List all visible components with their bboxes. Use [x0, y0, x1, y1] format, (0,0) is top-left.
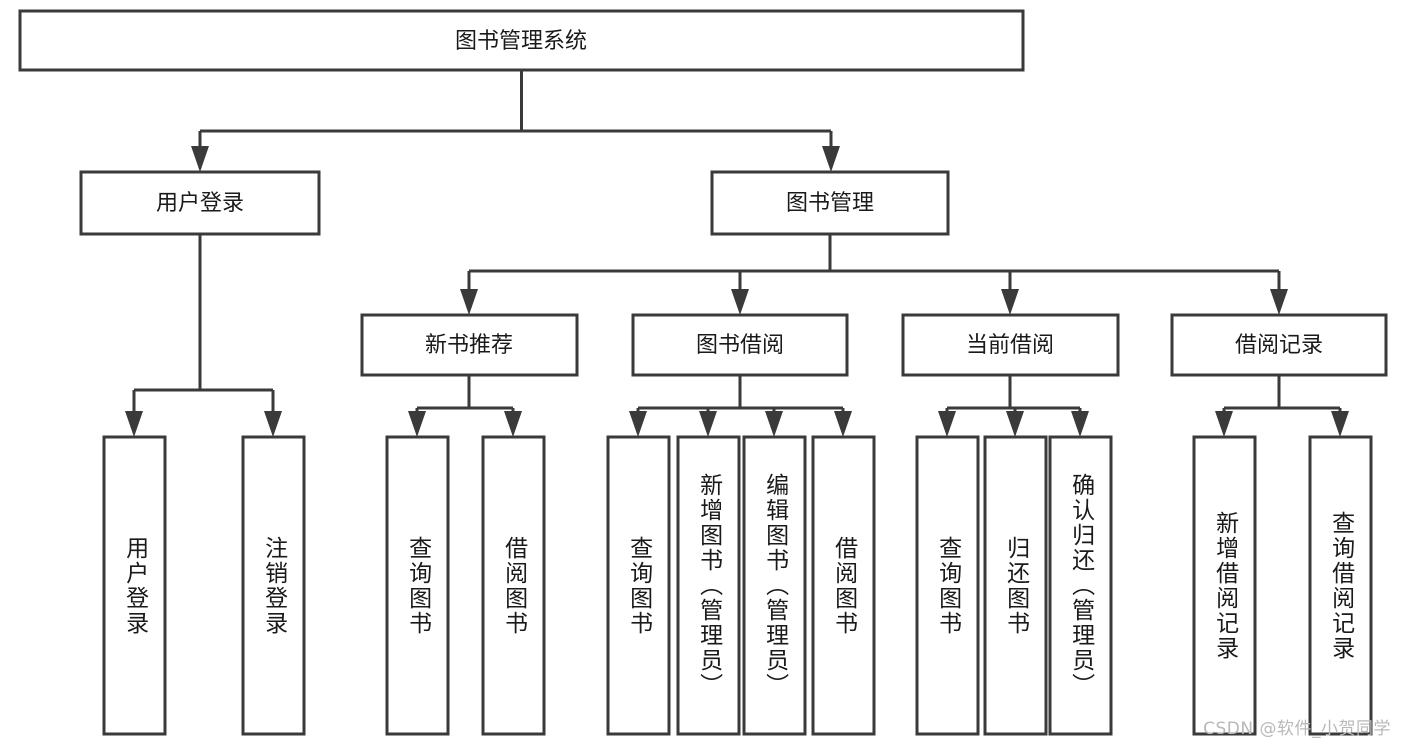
- node-leaf-edit-book-box[interactable]: [742, 435, 807, 736]
- node-leaf-return-book-box[interactable]: [983, 435, 1048, 736]
- node-book-borrow[interactable]: 图书借阅: [631, 313, 849, 377]
- node-borrow-record-label: 借阅记录: [1235, 333, 1323, 358]
- node-leaf-query-book-1-box[interactable]: [385, 435, 450, 736]
- node-new-book-rec[interactable]: 新书推荐: [360, 313, 579, 377]
- node-current-borrow-label: 当前借阅: [966, 333, 1054, 358]
- node-leaf-borrow-book-2-box[interactable]: [811, 435, 876, 736]
- connector-currentborrow-to-leaves: [938, 375, 1089, 437]
- node-leaf-query-record-box[interactable]: [1308, 435, 1373, 736]
- connector-bookmanage-to-level3: [460, 234, 1288, 315]
- node-new-book-rec-box[interactable]: [360, 313, 579, 377]
- node-book-borrow-label: 图书借阅: [696, 333, 784, 358]
- leaf-boxes: [102, 435, 1373, 736]
- node-leaf-borrow-book-1-box[interactable]: [481, 435, 546, 736]
- node-current-borrow[interactable]: 当前借阅: [901, 313, 1120, 377]
- node-borrow-record-box[interactable]: [1170, 313, 1388, 377]
- node-book-manage-label: 图书管理: [786, 191, 874, 216]
- node-root-box[interactable]: [18, 9, 1025, 72]
- csdn-watermark: CSDN @软件_小贺同学: [1203, 719, 1391, 739]
- node-new-book-rec-label: 新书推荐: [425, 333, 513, 358]
- connector-bookborrow-to-leaves: [629, 375, 852, 437]
- node-book-manage[interactable]: 图书管理: [710, 170, 950, 236]
- connector-root-to-level2: [191, 70, 840, 172]
- node-user-login[interactable]: 用户登录: [79, 170, 321, 236]
- node-book-borrow-box[interactable]: [631, 313, 849, 377]
- node-leaf-query-book-3-box[interactable]: [915, 435, 980, 736]
- node-leaf-user-logout-box[interactable]: [241, 435, 306, 736]
- connector-newbookrec-to-leaves: [408, 375, 522, 437]
- node-root[interactable]: 图书管理系统: [18, 9, 1025, 72]
- connector-borrowrecord-to-leaves: [1215, 375, 1349, 437]
- connector-userlogin-to-leaves: [125, 234, 282, 437]
- node-user-login-label: 用户登录: [156, 191, 244, 216]
- node-leaf-query-book-2-box[interactable]: [606, 435, 671, 736]
- node-leaf-confirm-return-box[interactable]: [1048, 435, 1113, 736]
- node-leaf-user-login-box[interactable]: [102, 435, 167, 736]
- node-user-login-box[interactable]: [79, 170, 321, 236]
- node-root-label: 图书管理系统: [455, 29, 587, 54]
- node-leaf-add-record-box[interactable]: [1192, 435, 1257, 736]
- node-book-manage-box[interactable]: [710, 170, 950, 236]
- node-current-borrow-box[interactable]: [901, 313, 1120, 377]
- node-leaf-add-book-box[interactable]: [676, 435, 741, 736]
- node-borrow-record[interactable]: 借阅记录: [1170, 313, 1388, 377]
